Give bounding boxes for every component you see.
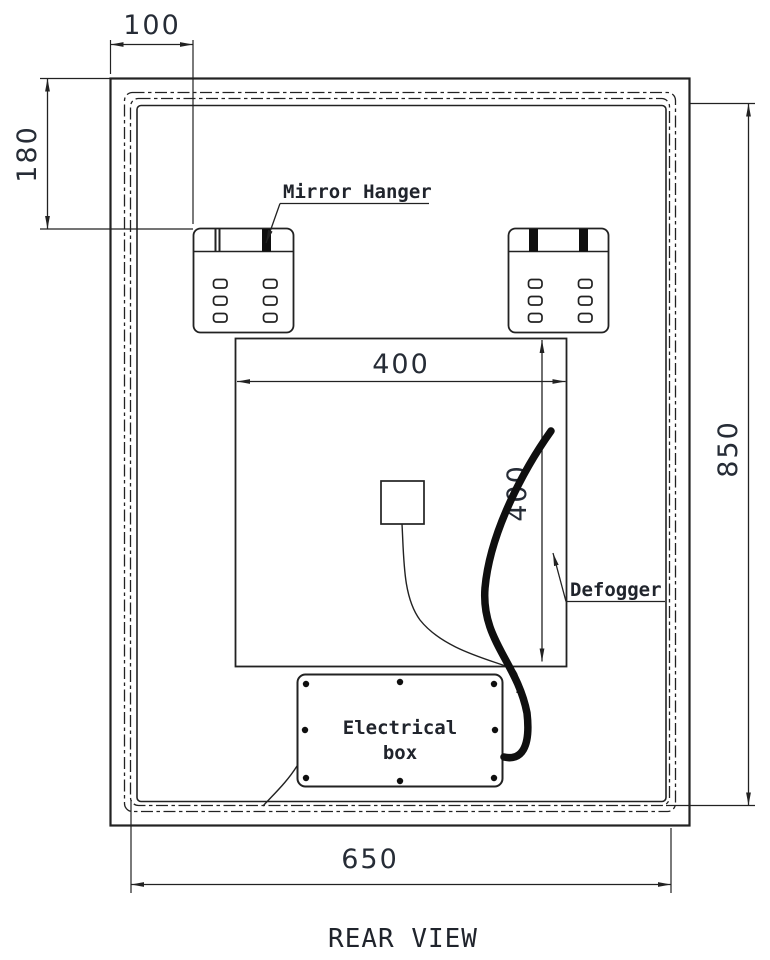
hanger-hook-bar bbox=[529, 229, 538, 252]
hanger-body bbox=[192, 227, 295, 334]
outer-frame bbox=[109, 77, 691, 827]
electrical-box: Electrical box bbox=[296, 673, 504, 788]
mirror-hanger-label: Mirror Hanger bbox=[283, 181, 432, 203]
hanger-hook-bar bbox=[579, 229, 588, 252]
dim-value-850: 850 bbox=[713, 420, 744, 478]
dim-value-100: 100 bbox=[123, 10, 181, 41]
dim-defogger-width: 400 bbox=[237, 347, 566, 384]
dim-mirror-height: 850 bbox=[666, 102, 755, 807]
defogger-pad-hatch bbox=[234, 337, 568, 668]
frame-dashed-line-inner bbox=[129, 97, 671, 807]
inner-frame bbox=[136, 104, 667, 803]
dim-hanger-offset-x: 100 bbox=[109, 10, 194, 224]
power-cable bbox=[481, 427, 555, 762]
electrical-box-screws bbox=[301, 678, 499, 785]
box-exit-wire bbox=[262, 765, 298, 807]
dim-value-defogger-width: 400 bbox=[372, 349, 430, 380]
defogger-callout: Defogger bbox=[552, 552, 665, 603]
electrical-box-label-line2: box bbox=[383, 742, 417, 764]
dim-value-650: 650 bbox=[341, 844, 399, 875]
dim-value-180: 180 bbox=[12, 125, 43, 183]
hanger-screw-slots bbox=[212, 278, 278, 323]
hanger-body bbox=[507, 227, 610, 334]
leader-line bbox=[265, 203, 281, 244]
defogger-label: Defogger bbox=[570, 579, 662, 601]
frame-dashed-line-outer bbox=[123, 91, 677, 813]
mirror-hanger-callout: Mirror Hanger bbox=[265, 181, 432, 244]
dim-hanger-offset-y: 180 bbox=[12, 77, 193, 230]
drawing-title: REAR VIEW bbox=[328, 924, 478, 954]
hanger-screw-slots bbox=[527, 278, 593, 323]
leader-line bbox=[552, 552, 567, 602]
dim-mirror-width: 650 bbox=[130, 800, 672, 893]
mirror-hanger-right bbox=[507, 227, 610, 334]
mirror-hanger-left bbox=[192, 227, 295, 334]
mirror-outline bbox=[109, 77, 691, 827]
dim-text-mask bbox=[371, 347, 431, 378]
electrical-box-body bbox=[296, 673, 504, 788]
electrical-box-label-line1: Electrical bbox=[343, 717, 457, 739]
